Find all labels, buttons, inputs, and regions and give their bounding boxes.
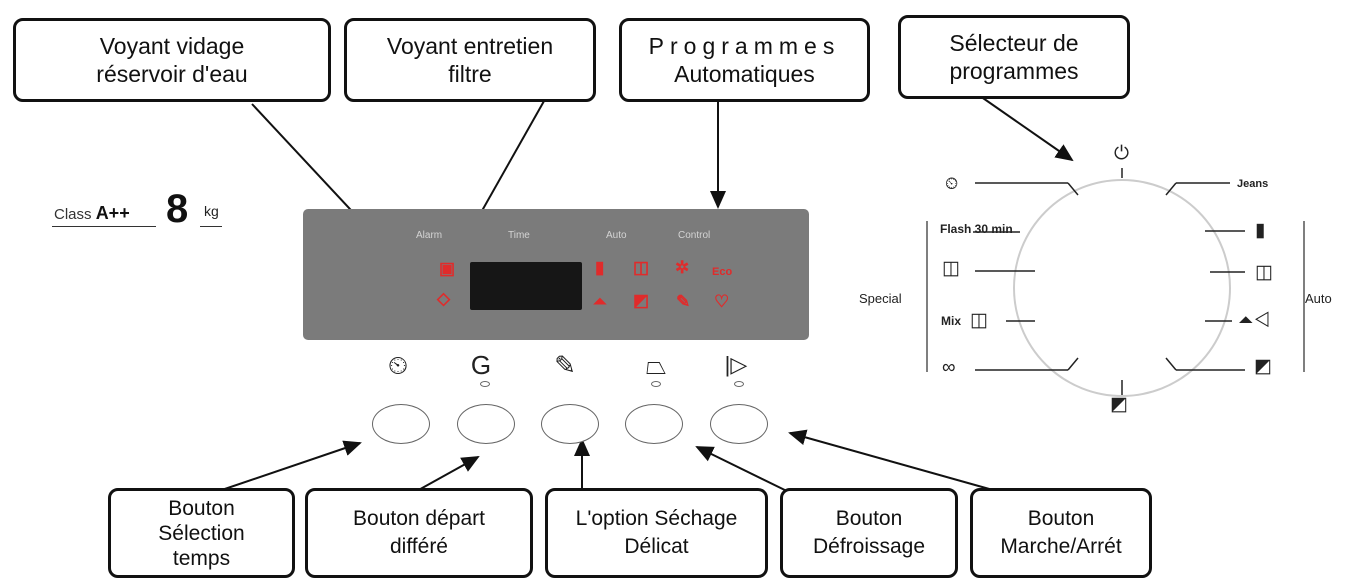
- delicate-dry-button[interactable]: [541, 404, 599, 444]
- arrow-delay-button: [414, 456, 480, 493]
- panel-label-auto: Auto: [606, 230, 627, 241]
- extra-dry-icon: ▮: [1255, 220, 1266, 241]
- callout-text: Programmes: [648, 33, 841, 59]
- dial-knob: [1013, 179, 1231, 397]
- panel-label-alarm: Alarm: [416, 230, 443, 241]
- underline: [52, 226, 156, 227]
- callout-text: Bouton: [168, 496, 235, 520]
- eco-icon: Eco: [712, 266, 733, 278]
- dial-label-mix: Mix: [941, 314, 962, 328]
- underline: [200, 226, 222, 227]
- iron-dry-icon: ◩: [1254, 356, 1272, 377]
- class-word: Class: [54, 206, 92, 223]
- callout-text: Bouton départ: [353, 507, 485, 530]
- callout-filter: Voyant entretien filtre: [344, 18, 596, 102]
- filter-icon: ◇: [437, 289, 451, 308]
- delay-start-icon: G: [470, 350, 492, 380]
- anticrease-button[interactable]: [625, 404, 683, 444]
- callout-delay-button: Bouton départ différé: [305, 488, 533, 578]
- arrow-onoff: [788, 429, 1001, 493]
- callout-text: réservoir d'eau: [96, 61, 248, 87]
- callout-water-tank: Voyant vidage réservoir d'eau: [13, 18, 331, 102]
- synthetics-icon: ∞: [942, 357, 956, 378]
- callout-text: Bouton: [1027, 507, 1095, 530]
- callout-text: filtre: [448, 61, 492, 87]
- callout-text: différé: [390, 535, 448, 558]
- arrow-anticrease: [695, 446, 796, 496]
- feather-icon: ✎: [554, 350, 576, 380]
- wind-fan-icon: ✲: [675, 258, 690, 277]
- class-value: A++: [95, 203, 130, 223]
- callout-delicate: L'option Séchage Délicat: [545, 488, 768, 578]
- callout-text: L'option Séchage: [575, 507, 738, 530]
- control-panel: Alarm Time Auto Control ▣ ◇ ▮ ◫ ✲ Eco ⏶ …: [303, 209, 809, 340]
- hanger-iron-icon: ⏶◁: [1238, 310, 1271, 331]
- dial-label-auto: Auto: [1305, 291, 1332, 306]
- callout-text: temps: [172, 546, 231, 570]
- program-dial: [926, 168, 1305, 397]
- refresh-icon: ◩: [1110, 394, 1128, 415]
- capacity-unit: kg: [204, 203, 219, 219]
- shirt-extra-dry-icon: ▮: [595, 258, 605, 277]
- feather-icon: ✎: [676, 292, 691, 311]
- dial-label-special: Special: [859, 291, 902, 306]
- start-pause-icon: |▷: [724, 352, 748, 377]
- cupboard-dry-icon: ◫: [942, 258, 960, 279]
- dial-label-jeans: Jeans: [1237, 178, 1269, 190]
- callout-text: Voyant vidage: [99, 33, 245, 59]
- cupboard-icon: ◫: [1255, 262, 1273, 283]
- callout-anticrease: Bouton Défroissage: [780, 488, 958, 578]
- callout-time-button: Bouton Sélection temps: [108, 488, 295, 578]
- callout-text: Sélecteur de: [949, 30, 1079, 56]
- iron-led: [651, 381, 661, 387]
- tank-full-icon: ▣: [439, 259, 456, 278]
- iron-icon: ⏢: [645, 350, 667, 380]
- callout-auto-programs: Programmes Automatiques: [619, 18, 870, 102]
- time-display: [470, 262, 582, 310]
- callout-text: Défroissage: [812, 535, 926, 558]
- start-stop-button[interactable]: [710, 404, 768, 444]
- callout-text: Automatiques: [674, 61, 815, 87]
- callout-selector: Sélecteur de programmes: [898, 15, 1130, 99]
- delay-start-button[interactable]: [457, 404, 515, 444]
- mix-icon: ◫: [970, 310, 988, 331]
- arrow-time-button: [209, 440, 362, 495]
- class-text: Class A++: [54, 203, 130, 224]
- timer-icon: ⏲: [945, 174, 959, 193]
- power-icon: ⏻: [1114, 143, 1130, 164]
- shirt-cupboard-icon: ◫: [633, 258, 650, 277]
- callout-text: programmes: [949, 58, 1079, 84]
- delay-led: [480, 381, 490, 387]
- callout-text: Sélection: [158, 521, 245, 545]
- callout-text: Délicat: [624, 535, 689, 558]
- hanger-icon: ⏶: [593, 292, 607, 311]
- clock-icon: ⏲: [387, 350, 409, 380]
- arrow-selector: [979, 95, 1074, 162]
- callout-onoff: Bouton Marche/Arrét: [970, 488, 1152, 578]
- time-select-button[interactable]: [372, 404, 430, 444]
- start-led: [734, 381, 744, 387]
- callout-text: Voyant entretien: [386, 33, 554, 59]
- panel-label-control: Control: [678, 230, 711, 241]
- heart-icon: ♡: [714, 292, 730, 311]
- panel-label-time: Time: [508, 230, 530, 241]
- capacity-value: 8: [166, 187, 189, 231]
- callout-text: Marche/Arrét: [1000, 535, 1122, 558]
- callout-text: Bouton: [835, 507, 903, 530]
- shirt-iron-icon: ◩: [633, 291, 650, 310]
- dial-label-flash: Flash 30 min: [940, 222, 1013, 236]
